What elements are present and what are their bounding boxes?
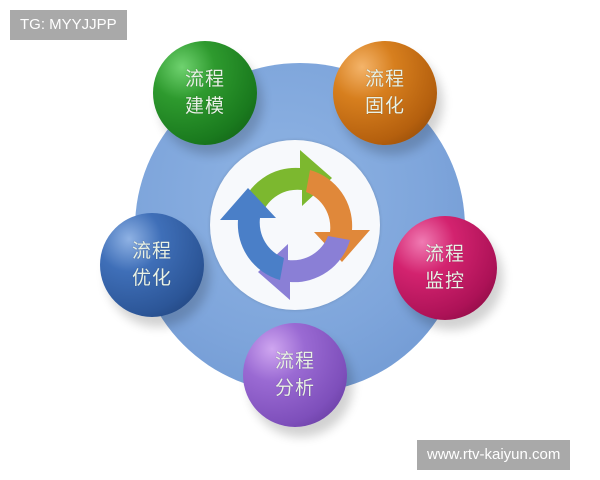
node-process-analysis: 流程 分析	[243, 323, 347, 427]
watermark-tg: TG: MYYJJPP	[10, 10, 127, 40]
node-label-line1: 流程	[184, 68, 225, 90]
node-label-line1: 流程	[274, 350, 315, 372]
node-process-optimize: 流程 优化	[100, 213, 204, 317]
node-label-line2: 固化	[364, 95, 405, 117]
node-label-line1: 流程	[131, 240, 172, 262]
node-process-solidify: 流程 固化	[333, 41, 437, 145]
node-label-line2: 优化	[131, 267, 172, 289]
node-label-line1: 流程	[424, 243, 465, 265]
node-label-line2: 分析	[274, 377, 315, 399]
node-label-line1: 流程	[364, 68, 405, 90]
cycle-arrows-icon	[220, 150, 370, 300]
node-label-line2: 建模	[184, 95, 225, 117]
node-label-line2: 监控	[424, 270, 465, 292]
watermark-site: www.rtv-kaiyun.com	[417, 440, 571, 470]
node-process-monitor: 流程 监控	[393, 216, 497, 320]
node-process-modeling: 流程 建模	[153, 41, 257, 145]
